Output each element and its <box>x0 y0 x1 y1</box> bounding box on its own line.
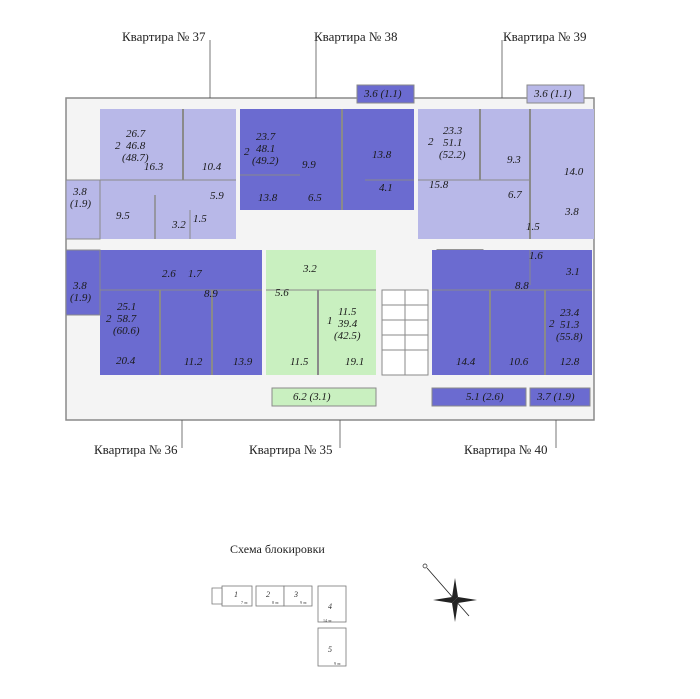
apartment-35-total: 39.4 <box>338 318 358 330</box>
balcony-36-sub: (1.9) <box>70 292 92 304</box>
apartment-39-plan <box>418 84 594 239</box>
scheme-section-4 <box>317 585 347 623</box>
scheme-section-3 <box>283 585 313 607</box>
apartment-38-plan <box>240 84 415 210</box>
room-36-4: 20.4 <box>116 355 136 367</box>
apartment-40-living: 23.4 <box>560 307 580 319</box>
balcony-40-2: 3.7 (1.9) <box>537 391 575 403</box>
scheme-section-5-label: 5 <box>328 645 332 654</box>
room-40-5: 10.6 <box>509 356 529 368</box>
apartment-35-title: Квартира № 35 <box>249 442 333 457</box>
balcony-40-1: 5.1 (2.6) <box>466 391 504 403</box>
room-39-1: 9.3 <box>507 154 521 166</box>
scheme-floors-5: 9 эт. <box>334 661 342 666</box>
apartment-36-plan <box>65 249 262 375</box>
blocking-scheme <box>211 585 347 667</box>
apartment-37-total-balcony: (48.7) <box>122 152 149 164</box>
scheme-section-2 <box>255 585 285 607</box>
balcony-39: 3.6 (1.1) <box>534 88 572 100</box>
apartment-39-rooms: 2 <box>428 136 434 148</box>
scheme-section-2-label: 2 <box>266 590 270 599</box>
apartment-38-title: Квартира № 38 <box>314 29 398 44</box>
apartment-39-total: 51.1 <box>443 137 463 149</box>
scheme-section-5 <box>317 627 347 667</box>
room-39-5: 3.8 <box>565 206 579 218</box>
apartment-38-rooms: 2 <box>244 146 250 158</box>
room-40-2: 3.1 <box>566 266 580 278</box>
room-39-2: 14.0 <box>564 166 584 178</box>
compass-rose-icon <box>422 563 477 622</box>
apartment-40-rooms: 2 <box>549 318 555 330</box>
apartment-36-living: 25.1 <box>117 301 137 313</box>
label-leaders <box>181 40 557 448</box>
balcony-36: 3.8 <box>73 280 87 292</box>
room-40-6: 12.8 <box>560 356 580 368</box>
apartment-37-title: Квартира № 37 <box>122 29 206 44</box>
apartment-40-plan <box>431 250 592 407</box>
room-39-3: 15.8 <box>429 179 449 191</box>
room-37-1: 16.3 <box>144 161 164 173</box>
apartment-40-total: 51.3 <box>560 319 580 331</box>
scheme-section-1-label: 1 <box>234 590 238 599</box>
room-39-4: 6.7 <box>508 189 522 201</box>
scheme-section-3-label: 3 <box>294 590 298 599</box>
balcony-38: 3.6 (1.1) <box>364 88 402 100</box>
room-36-3: 8.9 <box>204 288 218 300</box>
room-37-4: 9.5 <box>116 210 130 222</box>
apartment-35-living: 11.5 <box>338 306 357 318</box>
apartment-37-total: 46.8 <box>126 140 146 152</box>
scheme-floors-2: 8 эт. <box>272 600 280 605</box>
apartment-38-total: 48.1 <box>256 143 276 155</box>
apartment-39-title: Квартира № 39 <box>503 29 587 44</box>
scheme-floors-1: 7 эт. <box>241 600 249 605</box>
room-37-5: 3.2 <box>172 219 186 231</box>
room-38-5: 4.1 <box>379 182 393 194</box>
apartment-40-total-balcony: (55.8) <box>556 331 583 343</box>
apartment-38-living: 23.7 <box>256 131 276 143</box>
room-36-1: 2.6 <box>162 268 176 280</box>
room-38-2: 13.8 <box>372 149 392 161</box>
room-40-3: 8.8 <box>515 280 529 292</box>
scheme-floors-3: 9 эт. <box>300 600 308 605</box>
apartment-37-rooms: 2 <box>115 140 121 152</box>
room-39-6: 1.5 <box>526 221 540 233</box>
room-35-4: 19.1 <box>345 356 365 368</box>
room-37-2: 10.4 <box>202 161 222 173</box>
apartment-37-living: 26.7 <box>126 128 146 140</box>
apartment-36-title: Квартира № 36 <box>94 442 178 457</box>
scheme-floors-4: 14 эт. <box>323 618 333 623</box>
apartment-35-plan <box>266 250 377 407</box>
room-36-5: 11.2 <box>184 356 203 368</box>
room-38-4: 6.5 <box>308 192 322 204</box>
balcony-37: 3.8 <box>73 186 87 198</box>
apartment-40-title: Квартира № 40 <box>464 442 548 457</box>
apartment-38-total-balcony: (49.2) <box>252 155 279 167</box>
room-36-2: 1.7 <box>188 268 202 280</box>
scheme-title: Схема блокировки <box>230 542 325 556</box>
room-40-4: 14.4 <box>456 356 476 368</box>
room-36-6: 13.9 <box>233 356 253 368</box>
apartment-35-rooms: 1 <box>327 315 333 327</box>
room-35-3: 11.5 <box>290 356 309 368</box>
apartment-35-total-balcony: (42.5) <box>334 330 361 342</box>
apartment-37-plan <box>65 109 236 240</box>
room-40-1: 1.6 <box>529 250 543 262</box>
room-38-3: 13.8 <box>258 192 278 204</box>
room-37-3: 5.9 <box>210 190 224 202</box>
balcony-35: 6.2 (3.1) <box>293 391 331 403</box>
scheme-section-4-label: 4 <box>328 602 332 611</box>
room-38-1: 9.9 <box>302 159 316 171</box>
room-37-6: 1.5 <box>193 213 207 225</box>
apartment-36-rooms: 2 <box>106 313 112 325</box>
apartment-36-total-balcony: (60.6) <box>113 325 140 337</box>
room-35-2: 5.6 <box>275 287 289 299</box>
balcony-37-sub: (1.9) <box>70 198 92 210</box>
room-35-1: 3.2 <box>303 263 317 275</box>
apartment-36-total: 58.7 <box>117 313 137 325</box>
apartment-39-living: 23.3 <box>443 125 463 137</box>
apartment-39-total-balcony: (52.2) <box>439 149 466 161</box>
